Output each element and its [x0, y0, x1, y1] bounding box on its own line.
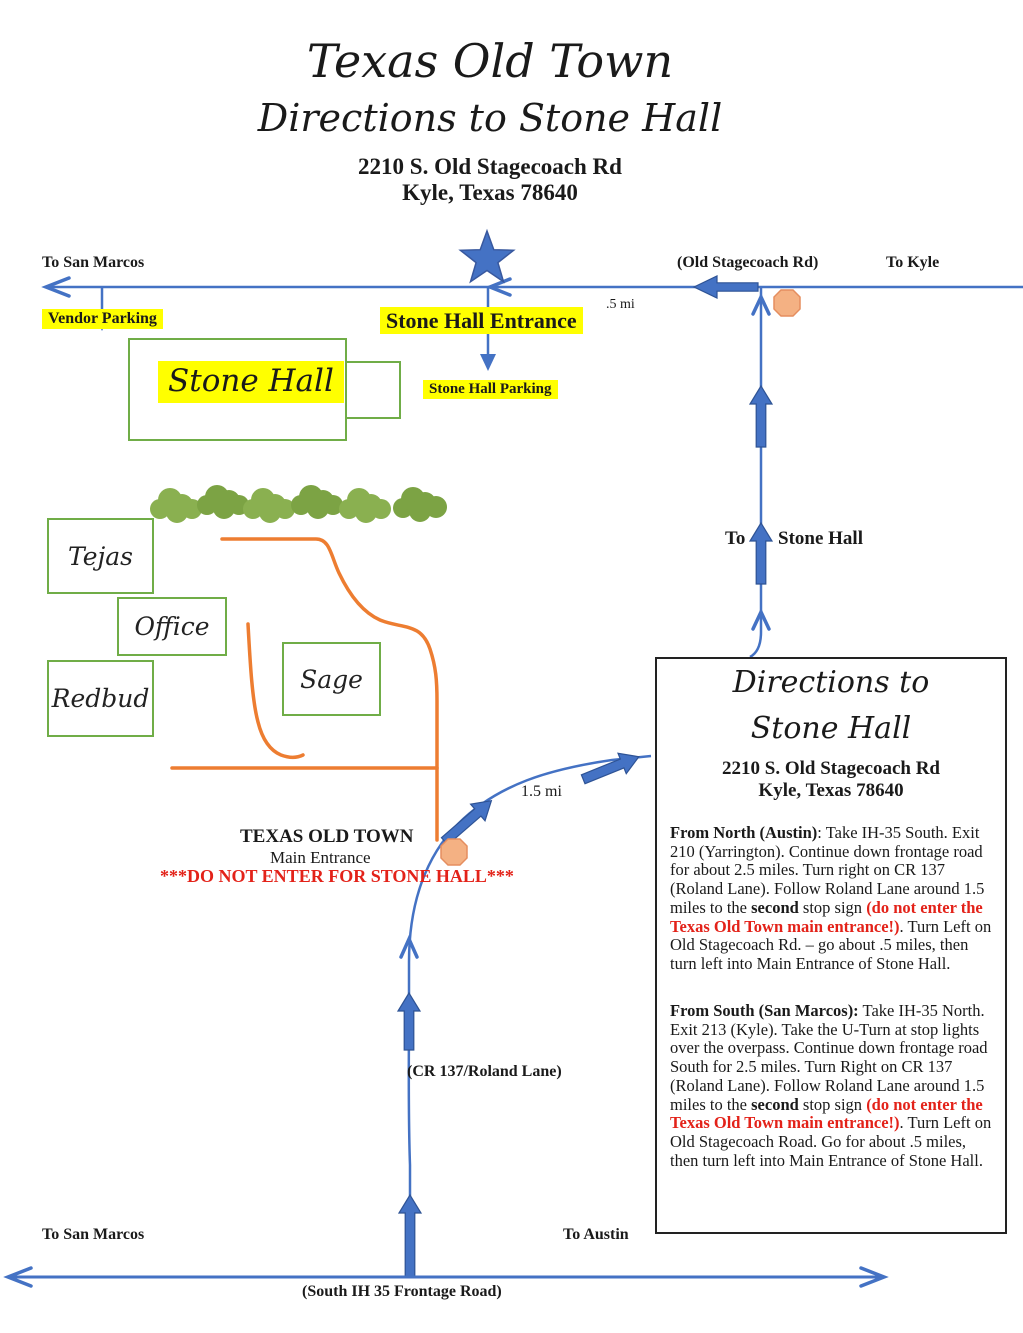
cr137-chevron-up-icon — [399, 934, 419, 959]
orange-path-east-icon — [220, 537, 439, 842]
directions-from-south: From South (San Marcos): Take IH-35 Nort… — [670, 1001, 992, 1170]
main-entrance-label: Main Entrance — [270, 848, 371, 867]
to-word-label: To — [725, 528, 746, 549]
tree-row — [150, 485, 447, 523]
directions-box-title-line2: Stone Hall — [750, 711, 912, 746]
frontage-arrowhead-east-icon — [859, 1266, 889, 1288]
frontage-road-label: (South IH 35 Frontage Road) — [302, 1283, 502, 1300]
tree-icon — [393, 487, 447, 522]
tejas-building-label: Tejas — [67, 541, 133, 571]
sage-building-label: Sage — [300, 664, 363, 694]
page-address-line2: Kyle, Texas 78640 — [402, 180, 578, 205]
half-mile-label: .5 mi — [606, 297, 635, 312]
directions-from-north: From North (Austin): Take IH-35 South. E… — [670, 823, 992, 973]
approach-chevron-up-1-icon — [751, 292, 771, 316]
tree-icon — [150, 488, 202, 523]
stop-sign-top-icon — [773, 289, 801, 317]
to-austin-label: To Austin — [563, 1226, 629, 1243]
page-address-line1: 2210 S. Old Stagecoach Rd — [358, 154, 622, 179]
stone-hall-entrance-label: Stone Hall Entrance — [380, 307, 583, 335]
stone-hall-word-label: Stone Hall — [778, 528, 863, 549]
tree-icon — [197, 485, 249, 519]
tejas-building-box: Tejas — [47, 518, 154, 594]
frontage-arrowhead-west-icon — [3, 1266, 33, 1288]
header: Texas Old Town Directions to Stone Hall … — [0, 0, 980, 206]
stone-hall-parking-label: Stone Hall Parking — [423, 380, 558, 400]
tree-icon — [291, 485, 343, 519]
stone-hall-building-label: Stone Hall — [158, 361, 344, 403]
vendor-parking-label: Vendor Parking — [42, 309, 163, 330]
approach-thick-arrow-2-icon — [748, 521, 774, 585]
road-arrowhead-west-icon — [41, 276, 71, 298]
tree-icon — [339, 488, 391, 523]
approach-thick-arrow-1-icon — [748, 384, 774, 448]
cr137-roland-lane-road-line — [407, 754, 652, 1277]
entrance-arrowhead-icon — [480, 354, 496, 371]
stone-hall-entrance-star-icon — [458, 228, 516, 284]
stop-sign-main-entrance-icon — [440, 838, 468, 866]
curve-thick-arrow-2-icon — [580, 752, 640, 785]
internal-paths — [170, 537, 439, 842]
stone-hall-approach-road-line — [749, 287, 763, 659]
texas-old-town-label: TEXAS OLD TOWN — [240, 826, 414, 847]
to-san-marcos-top-label: To San Marcos — [42, 254, 145, 271]
orange-path-inner-icon — [246, 622, 305, 759]
turn-left-thick-arrow-icon — [692, 275, 759, 299]
directions-box-title-line1: Directions to — [732, 665, 930, 700]
approach-chevron-up-2-icon — [751, 607, 771, 631]
directions-box: Directions to Stone Hall 2210 S. Old Sta… — [655, 657, 1007, 1234]
one-half-mile-label: 1.5 mi — [521, 783, 562, 800]
old-stagecoach-rd-label: (Old Stagecoach Rd) — [677, 254, 819, 271]
sage-building-box: Sage — [282, 642, 381, 716]
do-not-enter-warning-label: ***DO NOT ENTER FOR STONE HALL*** — [160, 866, 514, 886]
cr137-roland-lane-label: (CR 137/Roland Lane) — [407, 1063, 562, 1080]
redbud-building-label: Redbud — [51, 684, 150, 713]
to-kyle-label: To Kyle — [886, 254, 940, 271]
page-title: Texas Old Town — [306, 34, 674, 88]
redbud-building-box: Redbud — [47, 660, 154, 737]
directions-box-address-line1: 2210 S. Old Stagecoach Rd — [722, 758, 940, 779]
directions-box-address: 2210 S. Old Stagecoach Rd Kyle, Texas 78… — [657, 758, 1005, 802]
directions-box-address-line2: Kyle, Texas 78640 — [758, 780, 904, 801]
to-san-marcos-bottom-label: To San Marcos — [42, 1226, 145, 1243]
office-building-label: Office — [134, 612, 210, 641]
cr137-thick-arrow-lower-icon — [397, 1193, 423, 1278]
stone-hall-annex-box — [343, 361, 401, 419]
tree-icon — [243, 488, 295, 523]
cr137-thick-arrow-upper-icon — [396, 991, 422, 1051]
office-building-box: Office — [117, 597, 227, 656]
page-subtitle: Directions to Stone Hall — [257, 96, 723, 140]
